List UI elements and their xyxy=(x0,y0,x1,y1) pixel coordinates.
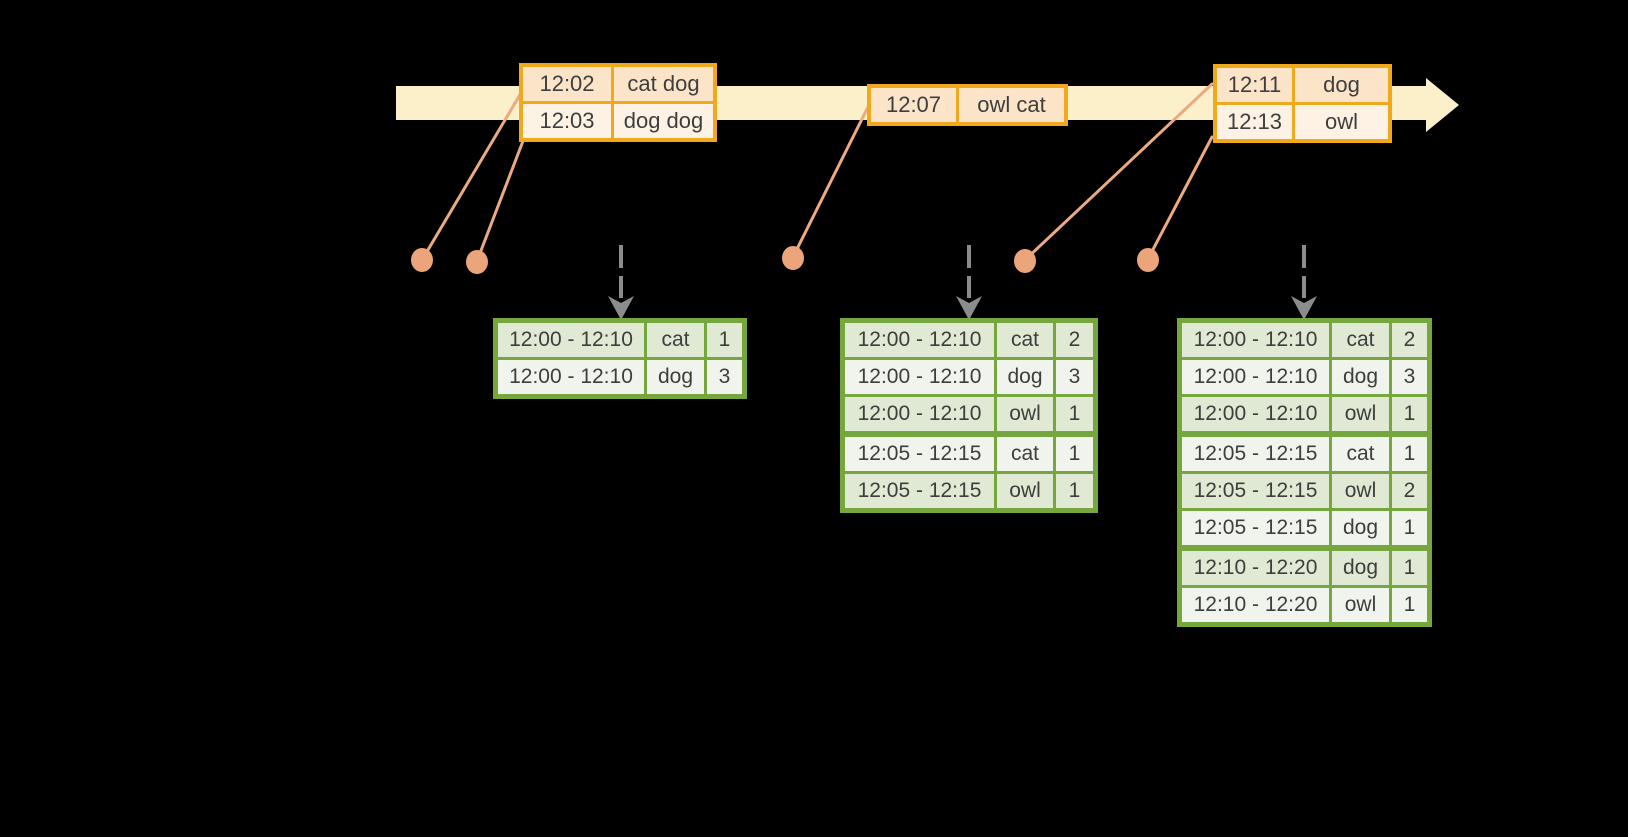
event-time-cell: 12:13 xyxy=(1217,105,1292,139)
word-cell: cat xyxy=(997,437,1053,471)
word-cell: owl xyxy=(997,474,1053,508)
event-connector-line xyxy=(1023,82,1214,262)
count-cell: 1 xyxy=(1056,437,1093,471)
window-cell: 12:05 - 12:15 xyxy=(1182,437,1329,471)
event-time-cell: 12:07 xyxy=(871,88,956,122)
event-marker-dot xyxy=(1137,248,1159,272)
count-cell: 1 xyxy=(1392,551,1427,585)
window-cell: 12:05 - 12:15 xyxy=(1182,511,1329,545)
word-cell: owl xyxy=(1332,588,1389,622)
event-connector-line xyxy=(475,139,525,263)
word-cell: dog xyxy=(647,360,704,394)
word-cell: dog xyxy=(1332,511,1389,545)
window-cell: 12:00 - 12:10 xyxy=(845,397,994,431)
count-cell: 3 xyxy=(707,360,742,394)
event-connector-line xyxy=(1146,135,1214,261)
event-marker-dot xyxy=(782,246,804,270)
window-cell: 12:00 - 12:10 xyxy=(845,323,994,357)
count-cell: 2 xyxy=(1056,323,1093,357)
word-cell: dog xyxy=(1332,551,1389,585)
count-cell: 1 xyxy=(1392,588,1427,622)
window-cell: 12:00 - 12:10 xyxy=(1182,323,1329,357)
count-cell: 1 xyxy=(1392,397,1427,431)
word-cell: owl xyxy=(1332,474,1389,508)
word-cell: cat xyxy=(647,323,704,357)
word-cell: dog xyxy=(997,360,1053,394)
event-marker-dot xyxy=(411,248,433,272)
window-cell: 12:05 - 12:15 xyxy=(845,474,994,508)
count-cell: 1 xyxy=(1056,397,1093,431)
event-time-cell: 12:02 xyxy=(523,67,611,101)
word-cell: owl xyxy=(1332,397,1389,431)
word-cell: owl xyxy=(997,397,1053,431)
event-time-cell: 12:03 xyxy=(523,104,611,138)
count-cell: 3 xyxy=(1392,360,1427,394)
event-words-cell: dog xyxy=(1295,68,1388,102)
event-words-cell: cat dog xyxy=(614,67,713,101)
count-cell: 2 xyxy=(1392,474,1427,508)
window-cell: 12:10 - 12:20 xyxy=(1182,551,1329,585)
window-cell: 12:00 - 12:10 xyxy=(1182,397,1329,431)
count-cell: 1 xyxy=(1392,511,1427,545)
count-cell: 3 xyxy=(1056,360,1093,394)
word-cell: cat xyxy=(997,323,1053,357)
word-cell: dog xyxy=(1332,360,1389,394)
count-cell: 1 xyxy=(707,323,742,357)
event-words-cell: owl cat xyxy=(959,88,1064,122)
window-cell: 12:10 - 12:20 xyxy=(1182,588,1329,622)
event-words-cell: dog dog xyxy=(614,104,713,138)
event-connector-line xyxy=(791,105,870,259)
word-cell: cat xyxy=(1332,323,1389,357)
window-cell: 12:05 - 12:15 xyxy=(845,437,994,471)
window-cell: 12:00 - 12:10 xyxy=(498,360,644,394)
trigger-arrowhead-icon xyxy=(1291,296,1317,320)
trigger-arrowhead-icon xyxy=(956,296,982,320)
window-cell: 12:00 - 12:10 xyxy=(845,360,994,394)
count-cell: 1 xyxy=(1392,437,1427,471)
trigger-arrowhead-icon xyxy=(608,296,634,320)
count-cell: 2 xyxy=(1392,323,1427,357)
word-cell: cat xyxy=(1332,437,1389,471)
event-words-cell: owl xyxy=(1295,105,1388,139)
event-connector-line xyxy=(420,91,523,262)
window-cell: 12:05 - 12:15 xyxy=(1182,474,1329,508)
count-cell: 1 xyxy=(1056,474,1093,508)
event-marker-dot xyxy=(1014,249,1036,273)
event-marker-dot xyxy=(466,250,488,274)
event-time-cell: 12:11 xyxy=(1217,68,1292,102)
window-cell: 12:00 - 12:10 xyxy=(1182,360,1329,394)
window-cell: 12:00 - 12:10 xyxy=(498,323,644,357)
